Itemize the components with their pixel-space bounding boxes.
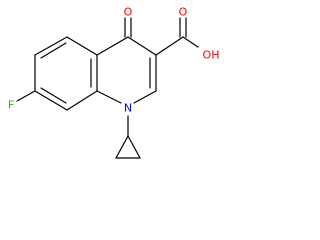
molecule-diagram: O O OH N F — [6, 5, 221, 159]
bond — [34, 90, 68, 111]
aromatic-inner-bond — [40, 87, 67, 104]
fluorine-label: F — [6, 98, 16, 112]
bond — [127, 36, 157, 56]
benzene-ring — [34, 36, 98, 111]
bond — [96, 90, 122, 104]
skeletal-structure — [16, 16, 199, 159]
bond — [16, 90, 36, 102]
bond — [127, 135, 141, 159]
bond — [34, 36, 68, 56]
hydroxyl-label: OH — [201, 48, 221, 62]
bond — [96, 36, 129, 56]
bond — [66, 90, 98, 111]
nitrogen-label: N — [122, 101, 134, 115]
ketone-group — [124, 16, 132, 38]
bond — [182, 36, 199, 48]
bond — [133, 90, 157, 104]
bond — [115, 135, 129, 159]
bond — [66, 36, 98, 56]
ketone-oxygen-label: O — [122, 5, 134, 19]
pyridone-ring — [96, 36, 157, 104]
carboxylic-acid-group — [155, 16, 199, 56]
fluoro-substituent — [16, 90, 36, 102]
bond — [155, 36, 184, 56]
carboxyl-oxygen-label: O — [177, 5, 189, 19]
aromatic-inner-bond — [40, 42, 67, 59]
cyclopropyl-group — [115, 115, 141, 159]
